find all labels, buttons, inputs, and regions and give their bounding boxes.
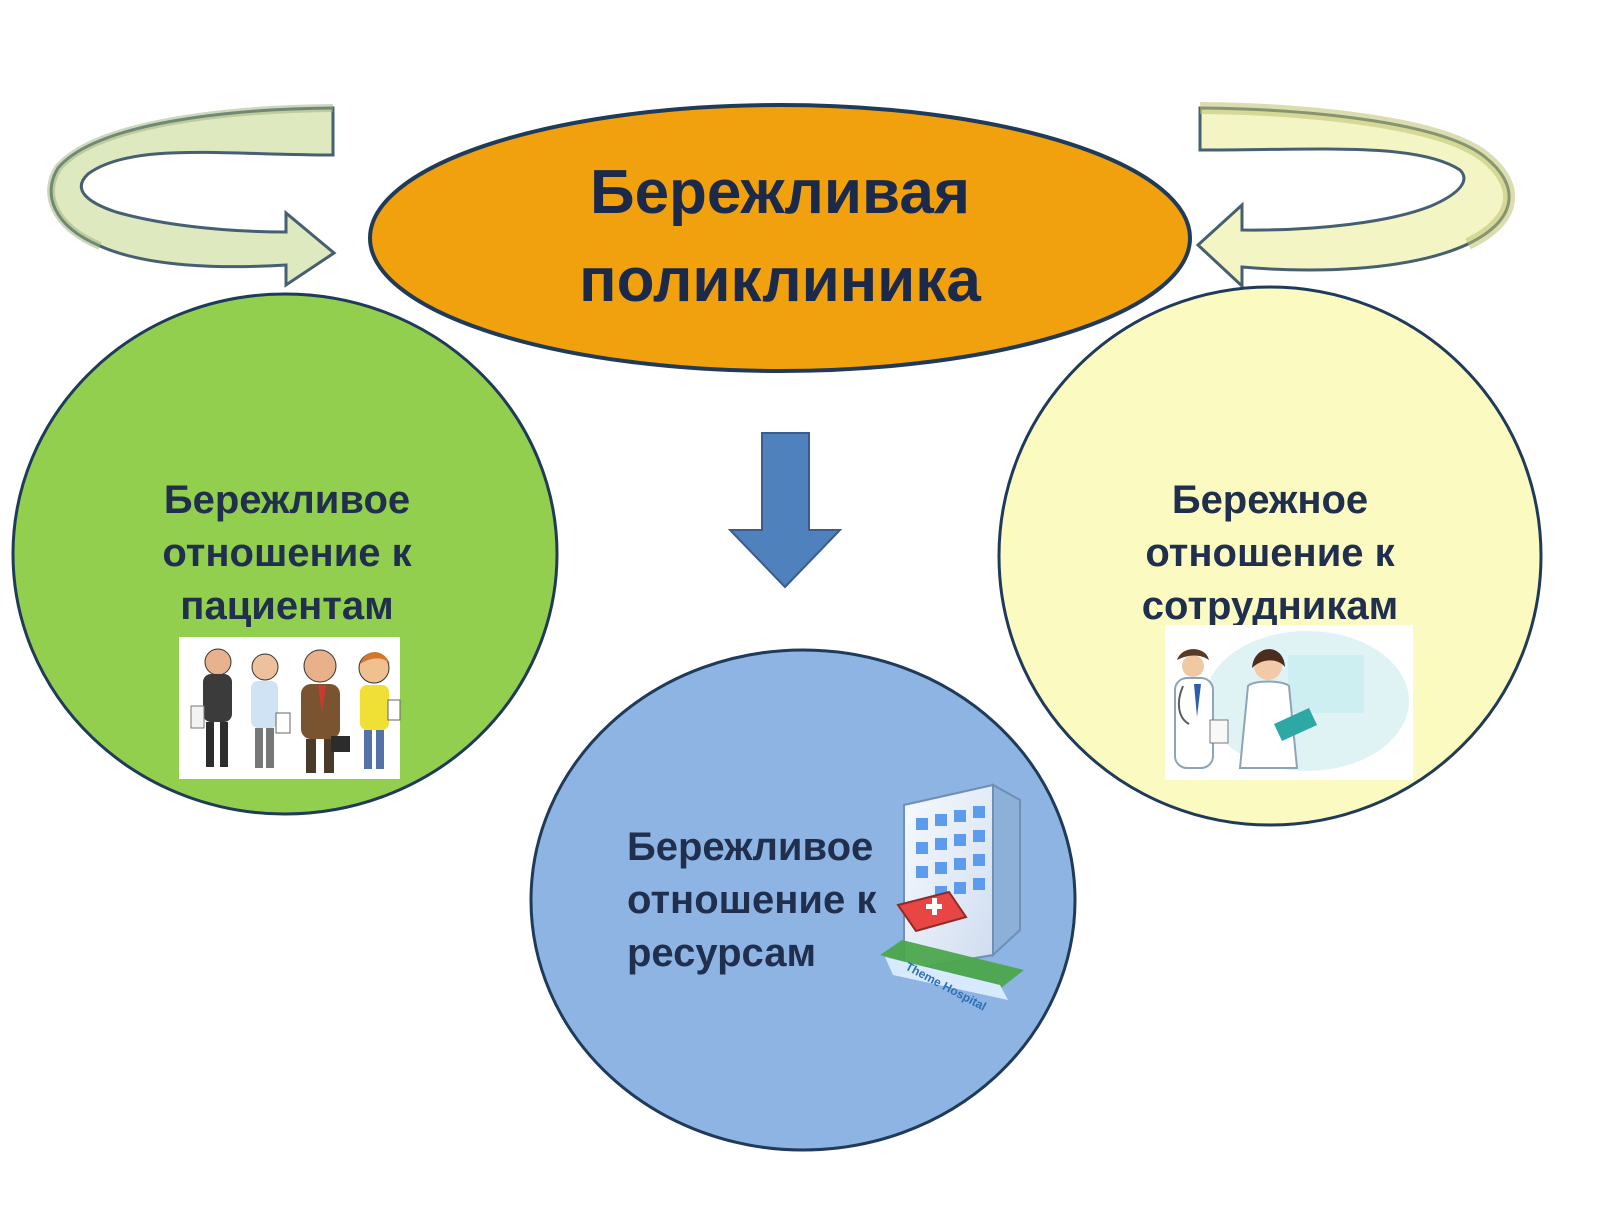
down-arrow-icon [727,432,843,589]
medical-staff-icon [1165,625,1413,780]
patients-line-1: Бережливое [164,478,410,522]
lean-clinic-title-node: Бережливая поликлиника [368,103,1192,373]
resources-node: Бережливое отношение к ресурсам [529,648,1077,1152]
staff-line-3: сотрудникам [1142,584,1398,628]
right-cycle-arrow [1195,102,1515,290]
patients-line-2: отношение к [162,531,412,575]
patients-node: Бережливое отношение к пациентам [11,292,559,816]
staff-node: Бережное отношение к сотрудникам [997,285,1543,827]
title-line-1: Бережливая [590,158,970,227]
staff-line-1: Бережное [1172,478,1368,522]
patients-line-3: пациентам [180,584,393,628]
left-cycle-arrow [47,104,337,288]
hospital-building-icon: Theme Hospital [880,783,1024,1014]
resources-line-3: ресурсам [627,931,816,975]
resources-line-2: отношение к [627,878,877,922]
title-line-2: поликлиника [579,246,981,315]
resources-line-1: Бережливое [627,825,873,869]
people-icon [179,637,401,779]
staff-line-2: отношение к [1145,531,1395,575]
